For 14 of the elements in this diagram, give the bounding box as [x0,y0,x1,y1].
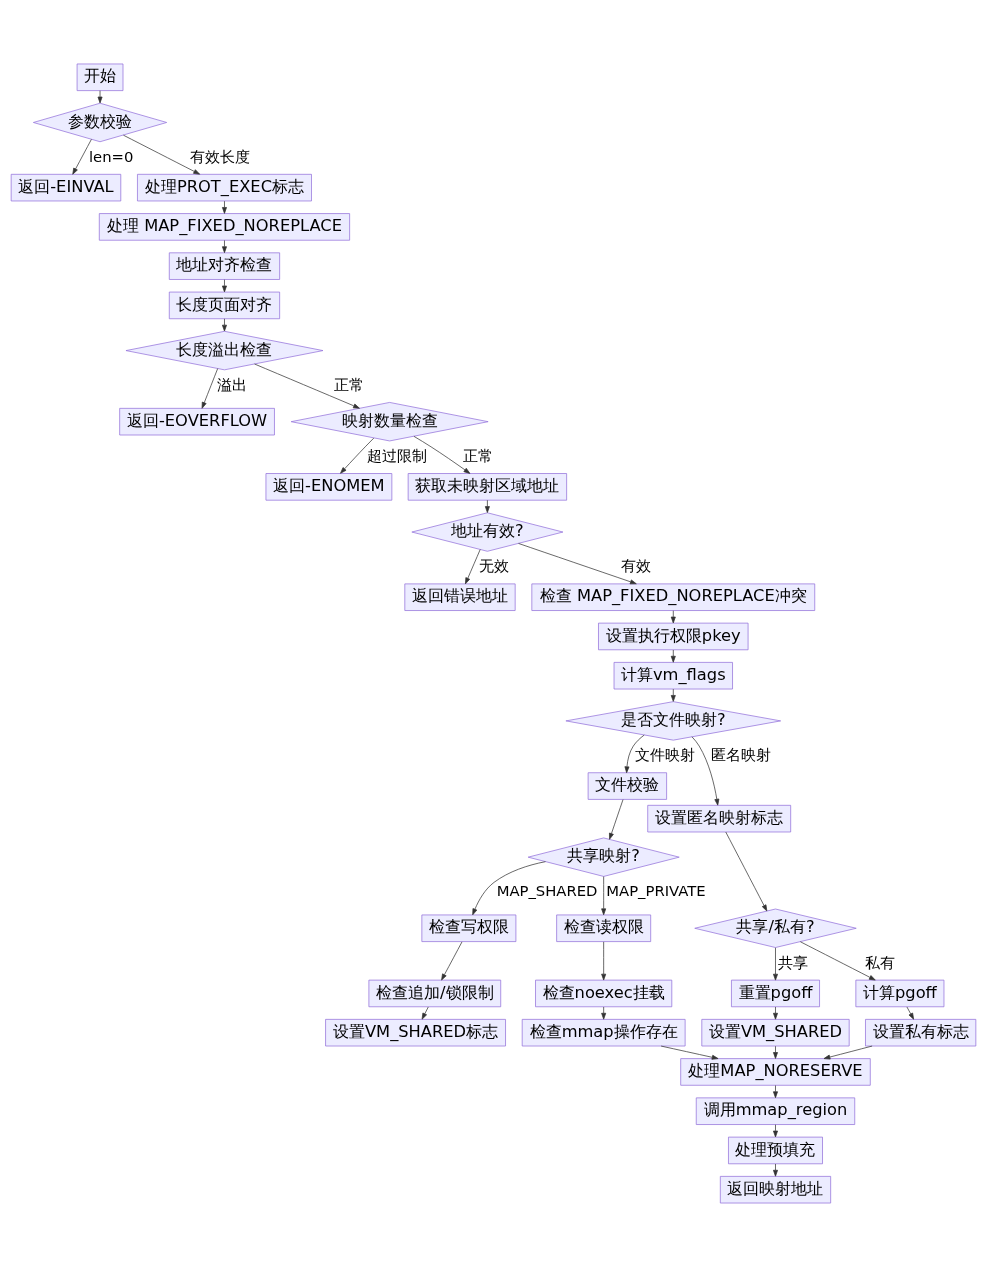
edge-label: 有效长度 [190,147,251,165]
edge-label: 匿名映射 [711,745,772,763]
edge-label: MAP_PRIVATE [606,881,706,899]
edge-label: len=0 [88,147,134,165]
edge-label: 无效 [478,556,509,574]
edge-label: 正常 [334,375,365,393]
edge-label: 共享 [778,953,809,971]
edge-label: 正常 [463,446,494,464]
edge-label: 文件映射 [635,745,696,763]
edge-label: 溢出 [217,375,248,393]
edge-label: MAP_SHARED [496,881,598,899]
edge-label: 超过限制 [367,446,428,464]
edge-label: 有效 [621,556,652,574]
edge-label: 私有 [865,953,896,971]
